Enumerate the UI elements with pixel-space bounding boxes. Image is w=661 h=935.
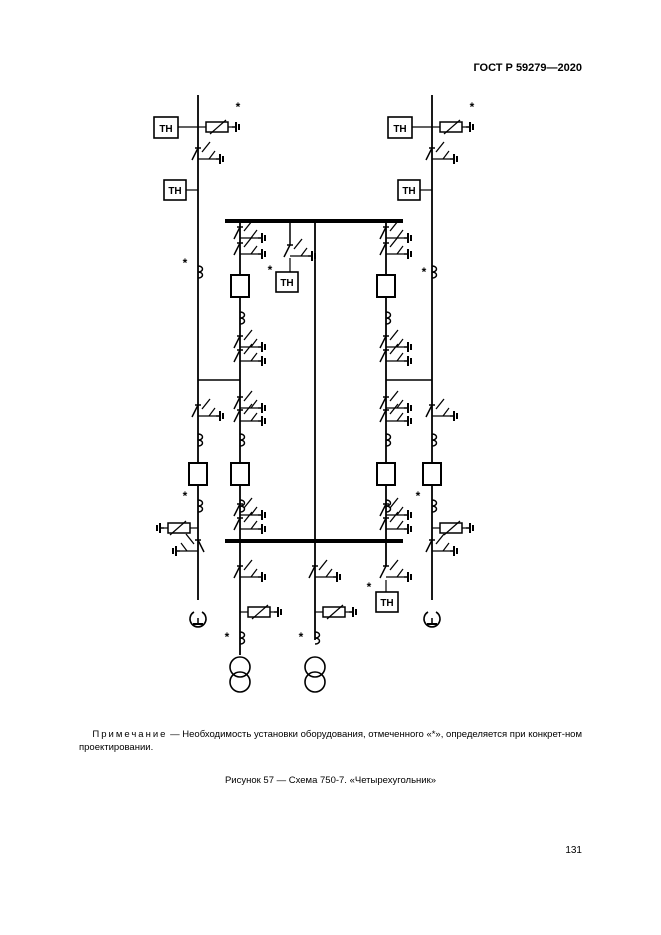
- tn-label: ТН: [380, 598, 393, 609]
- optional-mark: *: [236, 100, 241, 114]
- optional-mark: *: [183, 256, 188, 270]
- optional-mark: *: [416, 489, 421, 503]
- optional-mark: *: [183, 489, 188, 503]
- optional-mark: *: [299, 630, 304, 644]
- note-text: — Необходимость установки оборудования, …: [79, 729, 583, 753]
- page-number: 131: [565, 845, 582, 856]
- optional-mark: *: [268, 263, 273, 277]
- optional-mark: *: [225, 630, 230, 644]
- note-lead: Примечание: [92, 729, 168, 740]
- tn-label: ТН: [168, 186, 181, 197]
- optional-mark: *: [470, 100, 475, 114]
- tn-label: ТН: [159, 124, 172, 135]
- optional-mark: *: [367, 580, 372, 594]
- note-paragraph: Примечание — Необходимость установки обо…: [79, 728, 582, 754]
- document-header: ГОСТ Р 59279—2020: [473, 62, 582, 74]
- figure-caption: Рисунок 57 — Схема 750-7. «Четырехугольн…: [224, 775, 437, 786]
- optional-mark: *: [422, 265, 427, 279]
- tn-label: ТН: [402, 186, 415, 197]
- tn-label: ТН: [393, 124, 406, 135]
- tn-label: ТН: [280, 278, 293, 289]
